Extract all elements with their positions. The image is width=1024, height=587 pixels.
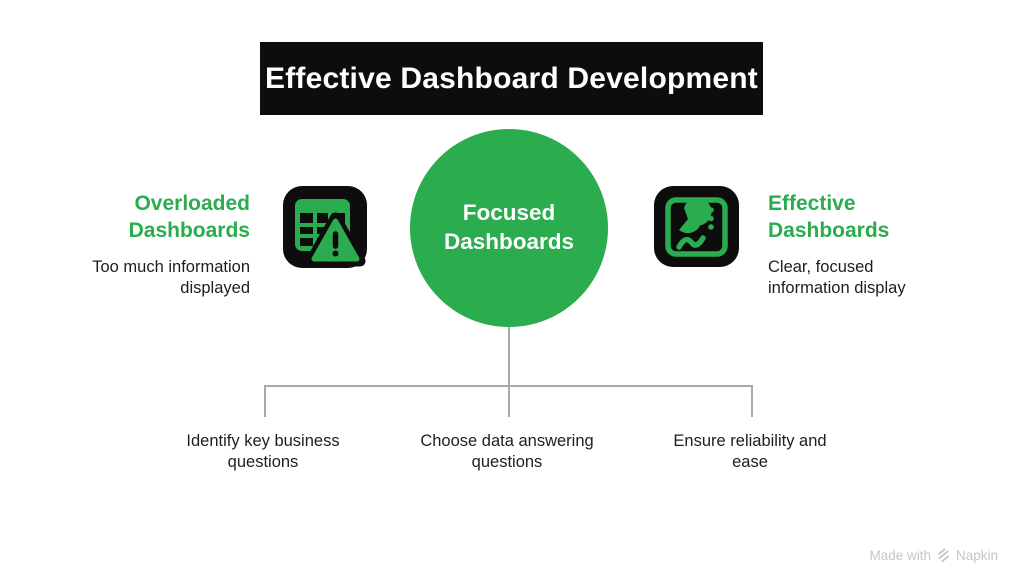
table-warning-icon [283, 186, 367, 268]
focused-dashboards-node: Focused Dashboards [410, 129, 608, 327]
page-title: Effective Dashboard Development [265, 61, 758, 95]
watermark-brand: Napkin [955, 548, 998, 563]
branch-label-choose-data: Choose data answering questions [420, 432, 594, 472]
effective-dashboards-title: Effective Dashboards [768, 192, 890, 243]
branch-label-identify-questions: Identify key business questions [186, 432, 340, 472]
overloaded-dashboards-title: Overloaded Dashboards [128, 192, 250, 243]
watermark-prefix: Made with [869, 548, 931, 563]
focused-dashboards-title: Focused Dashboards [443, 200, 575, 254]
branch-label-ensure-reliability: Ensure reliability and ease [673, 432, 827, 472]
watermark: Made with Napkin [869, 548, 998, 563]
dashboard-chart-icon [654, 186, 739, 267]
effective-dashboards-block: Effective Dashboards Clear, focused info… [768, 190, 978, 299]
overloaded-dashboards-block: Overloaded Dashboards Too much informati… [50, 190, 250, 299]
overloaded-dashboards-description: Too much information displayed [92, 257, 250, 297]
title-banner: Effective Dashboard Development [260, 42, 763, 115]
napkin-logo-icon [938, 548, 949, 562]
effective-dashboards-description: Clear, focused information display [768, 257, 906, 297]
